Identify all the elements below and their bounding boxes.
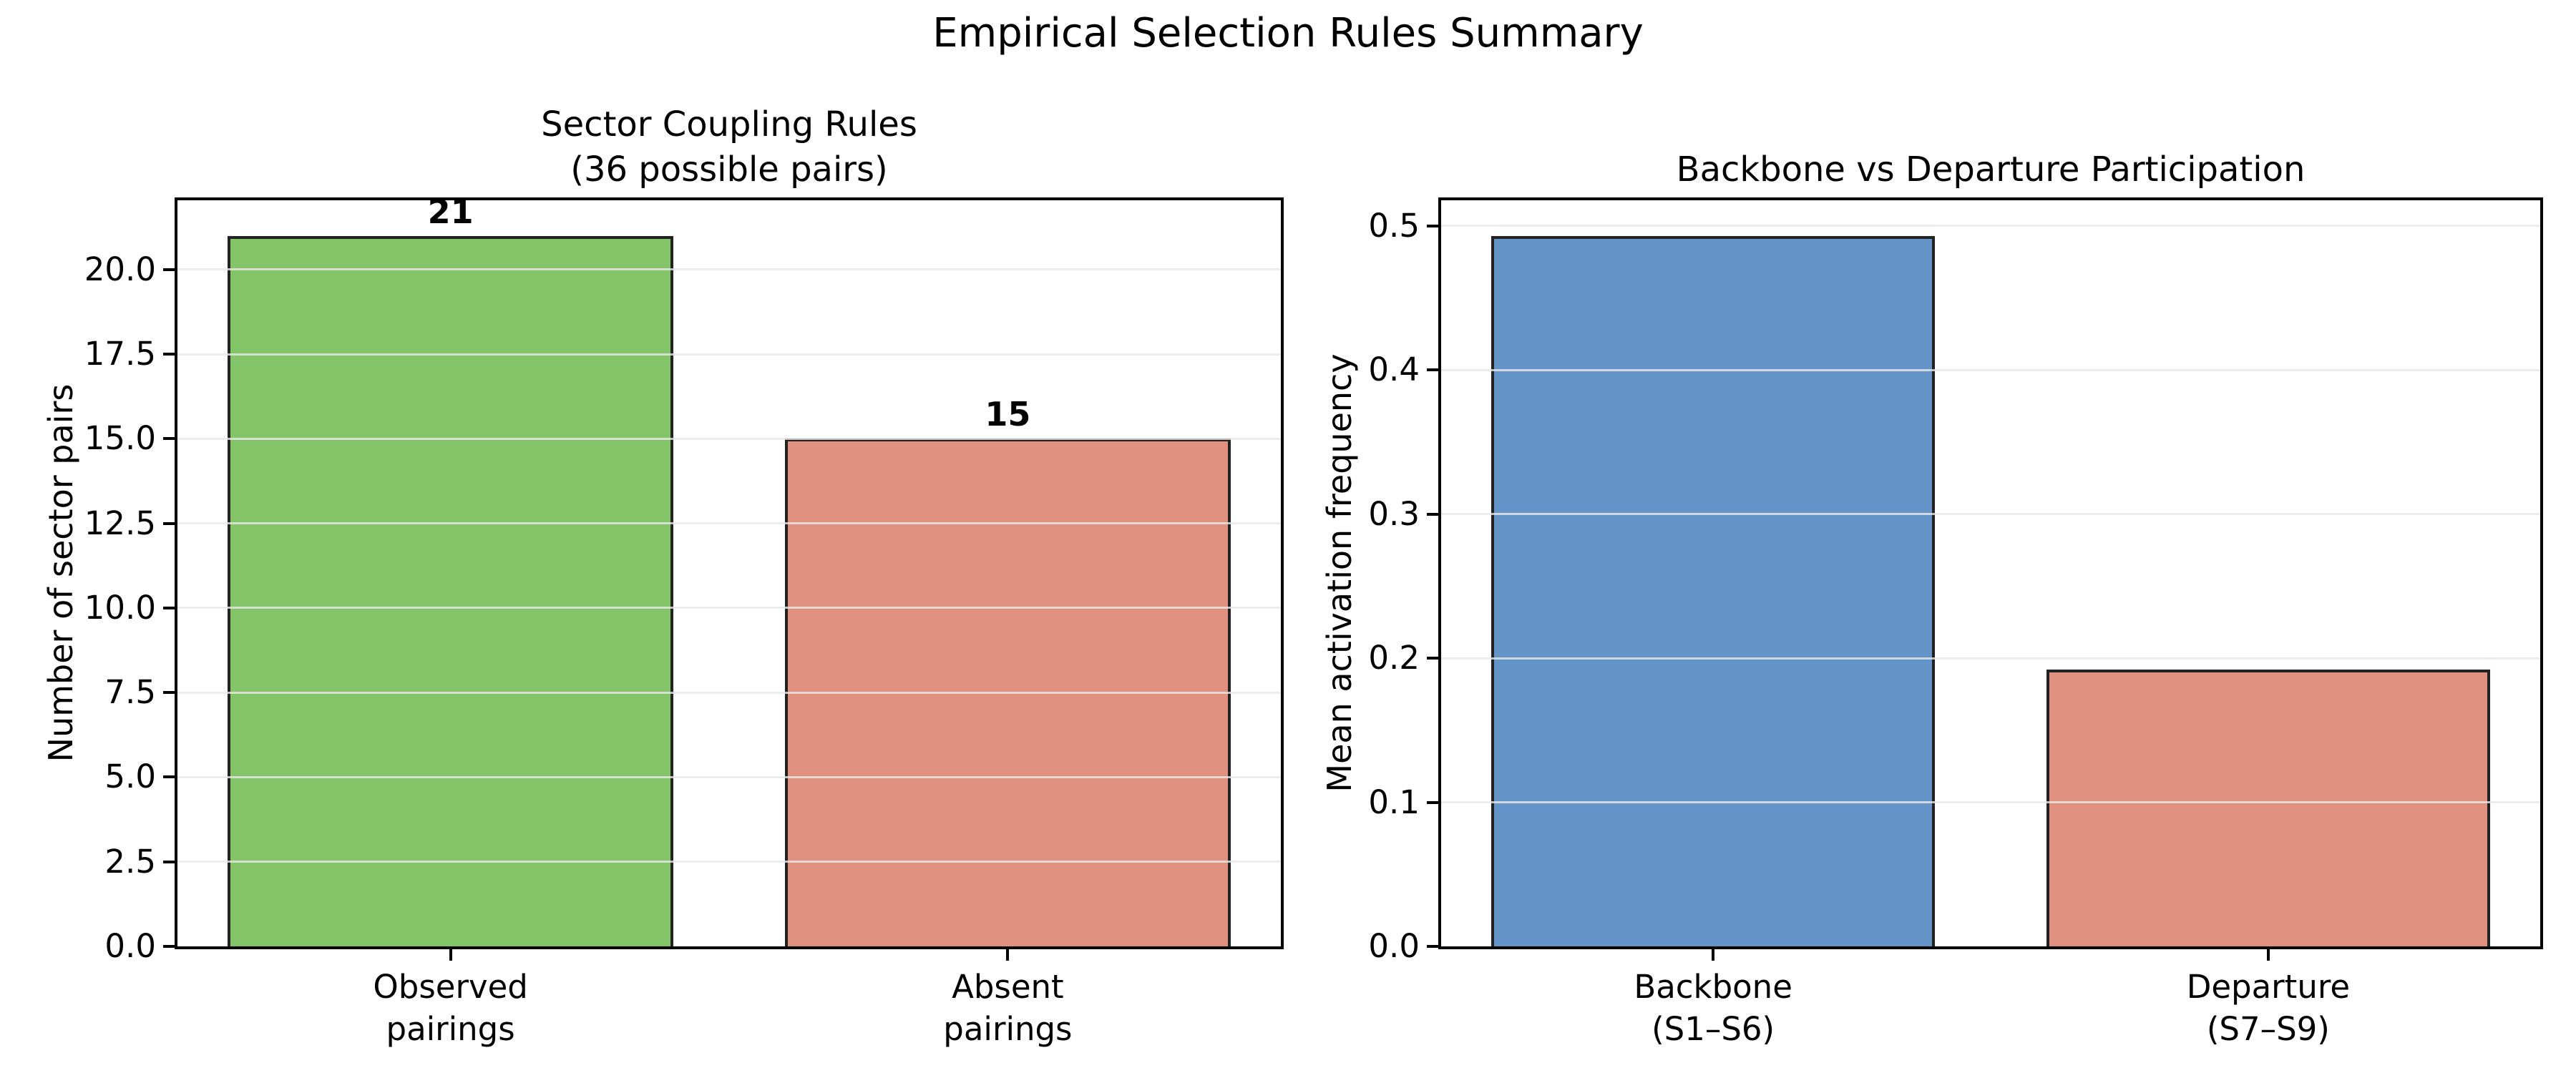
x-tick-mark (449, 949, 452, 961)
x-tick-mark (2266, 949, 2270, 961)
y-tick-mark (163, 691, 175, 695)
gridline (177, 861, 1281, 863)
right-chart-title: Backbone vs Departure Participation (1676, 149, 2306, 190)
gridline (177, 522, 1281, 525)
y-tick-label: 2.5 (104, 842, 156, 881)
y-tick-mark (1427, 800, 1438, 804)
y-tick-label: 20.0 (84, 250, 156, 288)
x-tick-label: Backbone (S1–S6) (1634, 968, 1792, 1048)
y-tick-label: 0.4 (1368, 351, 1420, 389)
figure-title: Empirical Selection Rules Summary (932, 10, 1644, 57)
y-tick-label: 10.0 (84, 588, 156, 627)
right-chart-y-axis-label: Mean activation frequency (1320, 353, 1359, 793)
bar-observed-pairings (228, 235, 674, 946)
gridline (177, 607, 1281, 609)
gridline (177, 775, 1281, 778)
x-tick-label: Departure (S7–S9) (2186, 968, 2351, 1048)
gridline (177, 268, 1281, 271)
bar-value-label: 15 (985, 395, 1031, 434)
y-tick-mark (1427, 512, 1438, 516)
x-tick-mark (1006, 949, 1010, 961)
y-tick-mark (163, 521, 175, 525)
y-tick-mark (163, 860, 175, 863)
y-tick-label: 0.2 (1368, 639, 1420, 677)
y-tick-mark (163, 606, 175, 609)
y-tick-mark (163, 945, 175, 948)
y-tick-label: 0.3 (1368, 494, 1420, 533)
gridline (1441, 368, 2540, 371)
y-tick-mark (1427, 368, 1438, 372)
y-tick-label: 17.5 (84, 335, 156, 373)
y-tick-label: 0.5 (1368, 206, 1420, 245)
gridline (1441, 513, 2540, 516)
y-tick-mark (163, 268, 175, 271)
y-tick-label: 12.5 (84, 504, 156, 542)
y-tick-mark (1427, 657, 1438, 660)
gridline (1441, 657, 2540, 660)
y-tick-label: 0.1 (1368, 783, 1420, 821)
y-tick-mark (1427, 224, 1438, 227)
y-tick-mark (163, 353, 175, 356)
y-tick-mark (1427, 945, 1438, 948)
y-tick-label: 0.0 (1368, 927, 1420, 965)
gridline (177, 437, 1281, 440)
y-tick-label: 15.0 (84, 419, 156, 458)
y-tick-label: 0.0 (104, 927, 156, 965)
y-tick-label: 7.5 (104, 673, 156, 712)
bar-value-label: 21 (427, 192, 474, 231)
y-tick-mark (163, 437, 175, 441)
left-chart-title: Sector Coupling Rules (36 possible pairs… (541, 104, 917, 190)
y-tick-mark (163, 775, 175, 779)
x-tick-mark (1712, 949, 1715, 961)
left-chart-y-axis-label: Number of sector pairs (42, 383, 80, 763)
gridline (1441, 225, 2540, 227)
gridline (177, 353, 1281, 356)
y-tick-label: 5.0 (104, 758, 156, 796)
gridline (177, 691, 1281, 694)
x-tick-label: Absent pairings (943, 968, 1073, 1048)
x-tick-label: Observed pairings (373, 968, 528, 1048)
bar-backbone-s1-s6 (1491, 235, 1936, 946)
bar-departure-s7-s9 (2046, 670, 2491, 946)
gridline (1441, 801, 2540, 804)
